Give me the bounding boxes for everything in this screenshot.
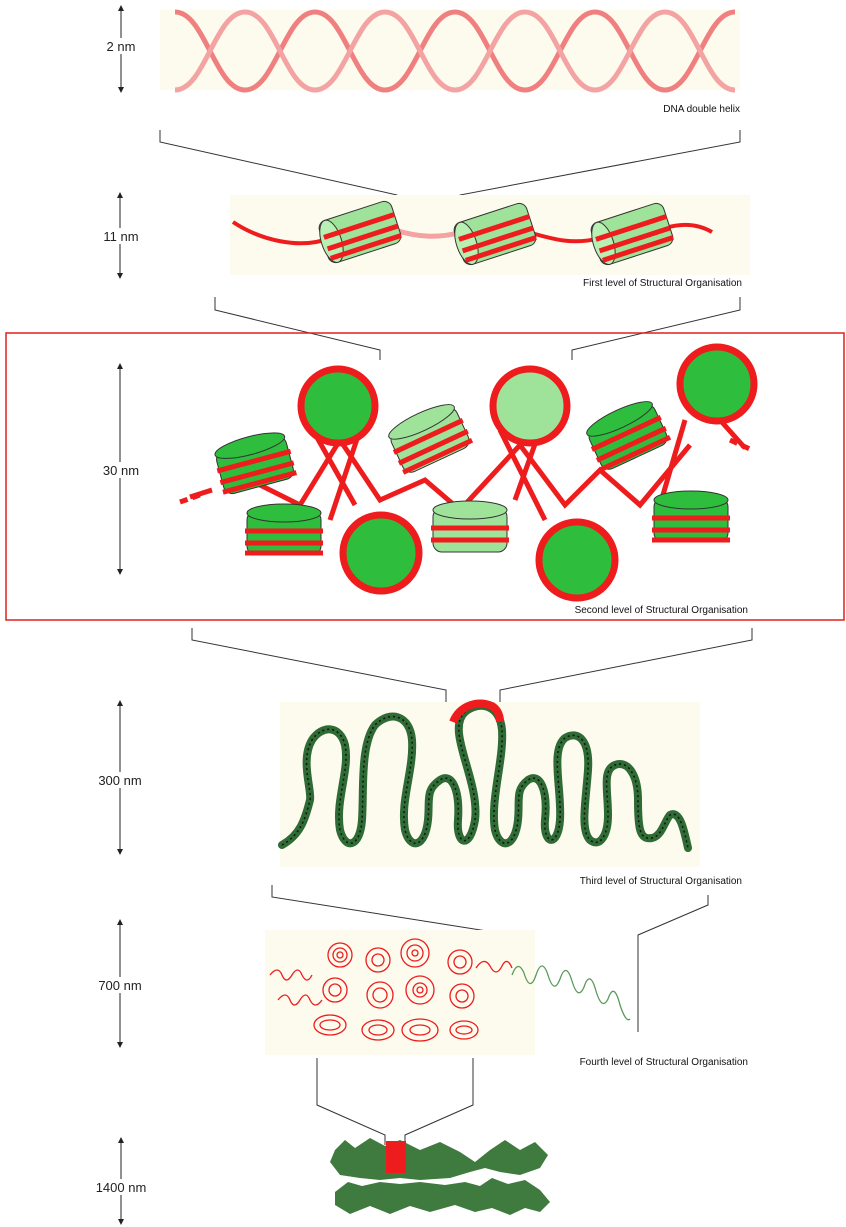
chromosome-highlight-band	[386, 1141, 406, 1173]
zoom-lines-5	[317, 1058, 473, 1145]
scale-label-second: 30 nm	[103, 463, 139, 478]
zoom-lines-3	[192, 628, 752, 702]
scale-label-chromosome: 1400 nm	[96, 1180, 147, 1195]
helix-background	[160, 10, 740, 90]
nucleosome-side-1	[211, 427, 298, 496]
solenoid-fibre	[180, 347, 754, 598]
scale-label-helix: 2 nm	[107, 39, 136, 54]
chromatid-lower	[335, 1178, 550, 1215]
caption-fourth-level: Fourth level of Structural Organisation	[580, 1057, 748, 1068]
nucleosome-side-4	[431, 501, 509, 552]
nucleosome-side-6	[652, 491, 730, 542]
nucleosome-face-2	[493, 369, 567, 443]
nucleosome-side-5	[581, 395, 671, 473]
condensed-section	[265, 930, 630, 1055]
zoom-lines-1	[160, 130, 740, 205]
metaphase-chromosome	[330, 1138, 550, 1215]
nucleosome-side-2	[245, 504, 323, 555]
scale-label-fourth: 700 nm	[98, 978, 141, 993]
dna-double-helix	[160, 10, 740, 90]
nucleosome-face-5	[539, 522, 615, 598]
nucleosome-face-3	[680, 347, 754, 421]
caption-helix: DNA double helix	[663, 104, 740, 115]
scale-label-third: 300 nm	[98, 773, 141, 788]
caption-second-level: Second level of Structural Organisation	[575, 605, 748, 616]
looped-domains	[280, 702, 700, 867]
zoom-lines-2	[215, 297, 740, 360]
nucleosome-face-4	[343, 515, 419, 591]
chromatid-upper	[330, 1138, 548, 1180]
scale-labels: 2 nm 11 nm 30 nm 300 nm 700 nm 1400 nm	[85, 38, 157, 1195]
scale-label-first: 11 nm	[103, 229, 138, 244]
caption-first-level: First level of Structural Organisation	[583, 278, 742, 289]
nucleosome-side-3	[383, 398, 473, 476]
scale-bars	[120, 8, 121, 1222]
caption-third-level: Third level of Structural Organisation	[580, 876, 742, 887]
beads-on-string	[230, 195, 750, 275]
fourth-level-background	[265, 930, 535, 1055]
nucleosome-face-1	[301, 369, 375, 443]
